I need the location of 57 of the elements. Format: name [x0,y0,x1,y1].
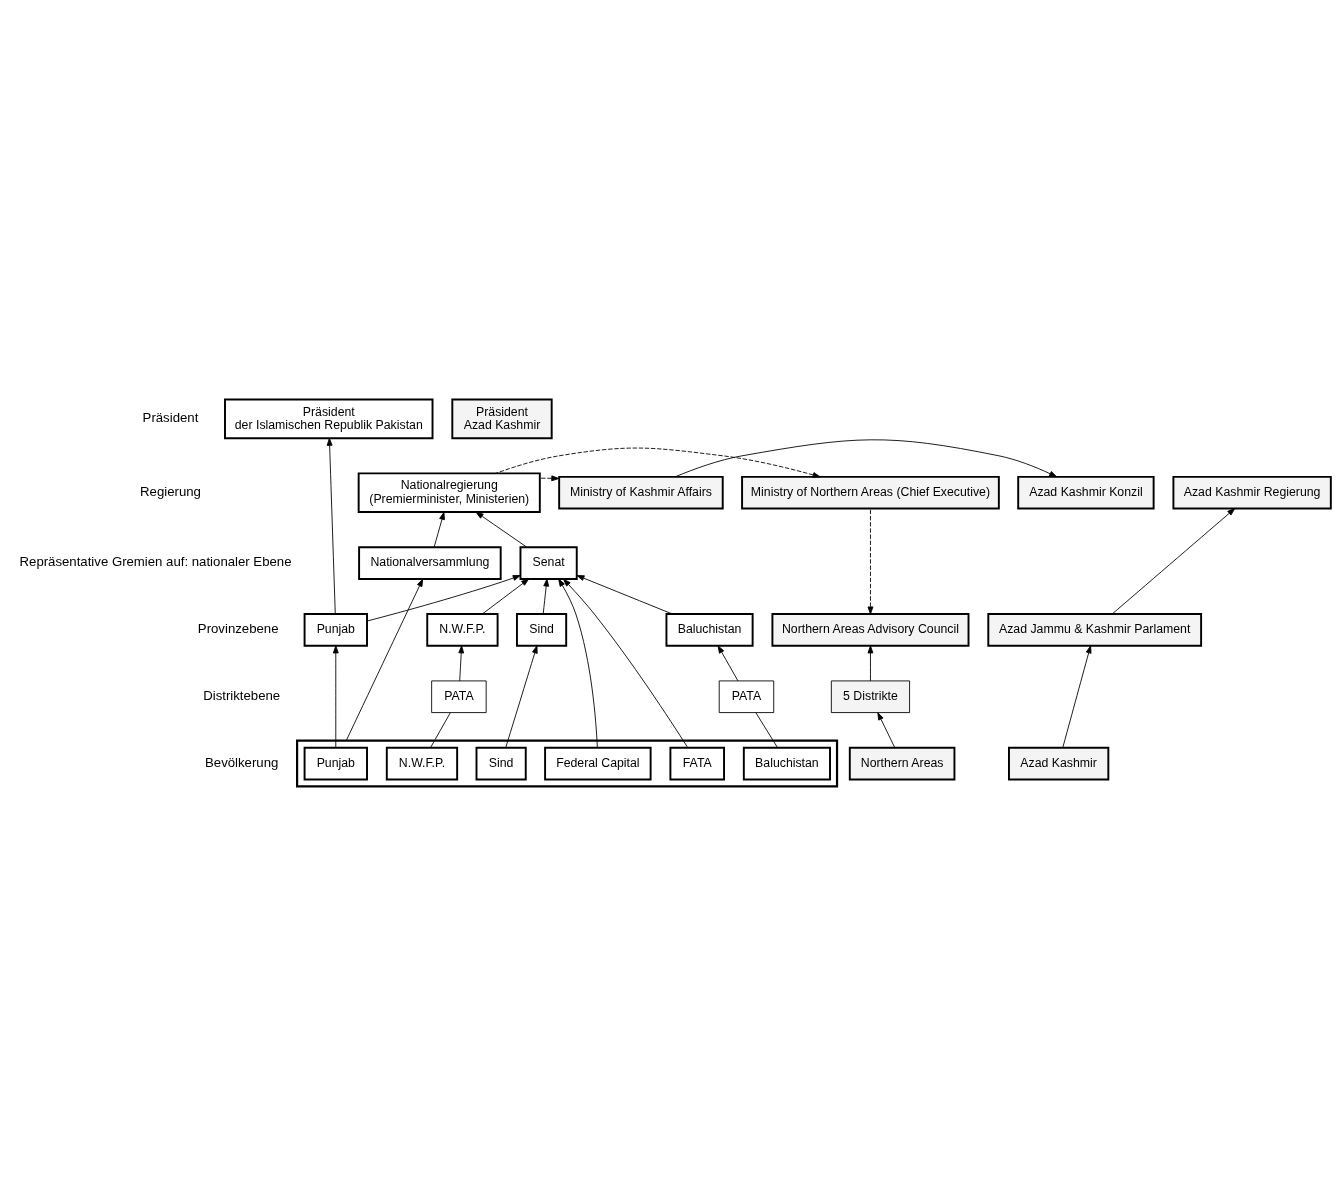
label: Repräsentative Gremien auf: nationaler Ebene [19,554,292,570]
node-box: Sind [475,746,527,781]
arrow [366,575,521,622]
arrow [433,511,445,548]
arrow [877,712,896,749]
node-box: Baluchistan [665,613,754,647]
arrow [867,645,874,682]
arrow [475,511,528,548]
node-box: N.W.F.P. [426,613,499,647]
node-box: 5 Distrikte [830,680,911,714]
arrow [563,578,689,748]
node-box: Northern Areas [848,746,956,781]
node-box: Baluchistan [742,746,831,781]
arrow [1111,508,1236,615]
arrow [539,475,560,482]
node-box: Federal Capital [544,746,652,781]
node-box: Nationalversammlung [358,546,502,580]
label: Provinzebene [197,620,279,636]
node-box: Ministry of Northern Areas (Chief Executive) [741,475,1000,510]
label: Präsident [142,409,199,425]
node-box: Azad Kashmir [1008,746,1110,781]
node-box: N.W.F.P. [385,746,459,781]
node-box: Sind [516,613,568,647]
arrow [1062,645,1092,749]
node-box: FATA [669,746,725,781]
node-box: Azad Kashmir Konzil [1017,475,1155,510]
label: Distriktebene [203,687,281,703]
arrow [674,439,1058,478]
label: Regierung [140,483,201,499]
arrow [717,645,739,682]
arrow [867,508,874,615]
arrow [542,578,550,615]
arrow [495,447,821,478]
cluster [296,739,839,788]
arrow [458,645,465,682]
node-box: Präsident Azad Kashmir [451,398,553,440]
node-box: Senat [519,546,578,580]
node-box: Punjab [303,746,368,781]
node-box: Azad Jammu & Kashmir Parlament [987,613,1203,647]
node-box: Nationalregierung (Premierminister, Ministerien) [357,472,541,514]
node-box: Ministry of Kashmir Affairs [558,475,724,510]
arrow [326,437,336,615]
arrow [345,578,424,742]
label: Bevölkerung [205,754,279,770]
arrow [332,645,339,749]
node-box: PATA [718,680,775,714]
arrow [576,575,673,615]
connector [755,712,779,749]
node-box: Northern Areas Advisory Council [771,613,970,647]
node-box: Azad Kashmir Regierung [1172,475,1332,510]
arrow [558,578,598,748]
node-box: Punjab [303,613,368,647]
node-box: PATA [431,680,487,714]
connector [430,712,451,749]
node-box: Präsident der Islamischen Republik Pakistan [224,398,434,440]
arrow [481,578,530,615]
arrow [505,645,538,749]
